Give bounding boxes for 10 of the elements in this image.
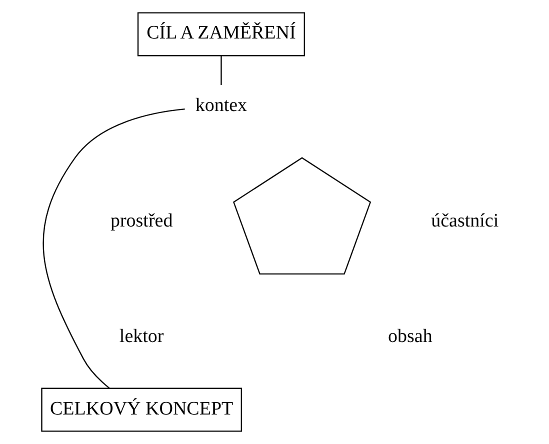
label: obsah [388,326,432,347]
node-text: kontex [194,95,247,116]
label: účastníci [430,210,498,232]
connector [42,108,184,389]
label: lektor [118,326,164,347]
node-box: CELKOVÝ KONCEPT [40,388,242,432]
label: prostřed [110,210,172,232]
connector [220,56,222,86]
node-pentagon [232,157,371,275]
node-box: CÍL A ZAMĚŘENÍ [136,12,305,56]
